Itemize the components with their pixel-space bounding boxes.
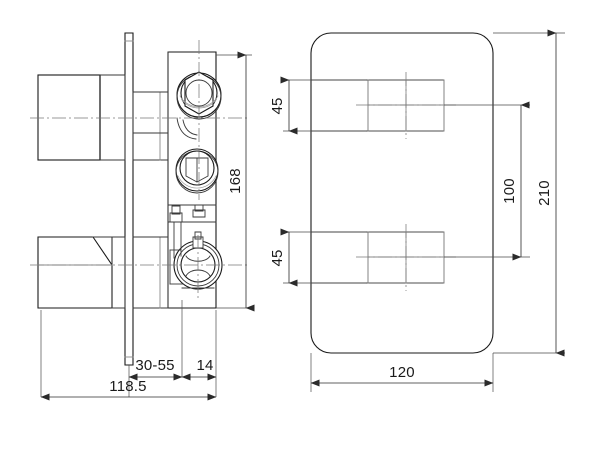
fixing-clip — [169, 204, 206, 285]
dimension-118-5-label: 118.5 — [109, 378, 146, 395]
dimension-45-top-label: 45 — [269, 97, 286, 114]
dimension-120: 120 — [310, 353, 494, 392]
dimension-14: 14 — [181, 357, 217, 381]
dimension-45-bottom-label: 45 — [269, 249, 286, 266]
dimension-45-bottom: 45 — [269, 228, 366, 287]
dimension-45-top: 45 — [269, 76, 366, 135]
dimension-group-depth: 30-55 14 118.5 — [40, 300, 217, 401]
dimension-30-55-label: 30-55 — [135, 357, 174, 374]
lower-handle-side — [37, 236, 126, 309]
dimension-168: 168 — [216, 51, 255, 312]
dimension-118-5: 118.5 — [40, 378, 217, 401]
dimension-168-label: 168 — [227, 168, 244, 194]
dimension-210: 210 — [493, 29, 565, 357]
face-plate — [310, 32, 494, 354]
middle-port-fitting — [175, 148, 219, 194]
front-view: 45 45 100 210 120 — [269, 29, 565, 392]
dimension-30-55: 30-55 — [128, 357, 183, 381]
dimension-14-label: 14 — [196, 357, 213, 374]
dimension-120-label: 120 — [389, 364, 415, 381]
upper-handle-side — [37, 74, 126, 161]
dimension-100-label: 100 — [501, 178, 518, 204]
dimension-210-label: 210 — [536, 180, 553, 206]
dimension-100: 100 — [444, 101, 530, 261]
port-connector-sweep — [176, 117, 198, 140]
side-section-view: 168 30-55 14 118.5 — [30, 32, 255, 401]
